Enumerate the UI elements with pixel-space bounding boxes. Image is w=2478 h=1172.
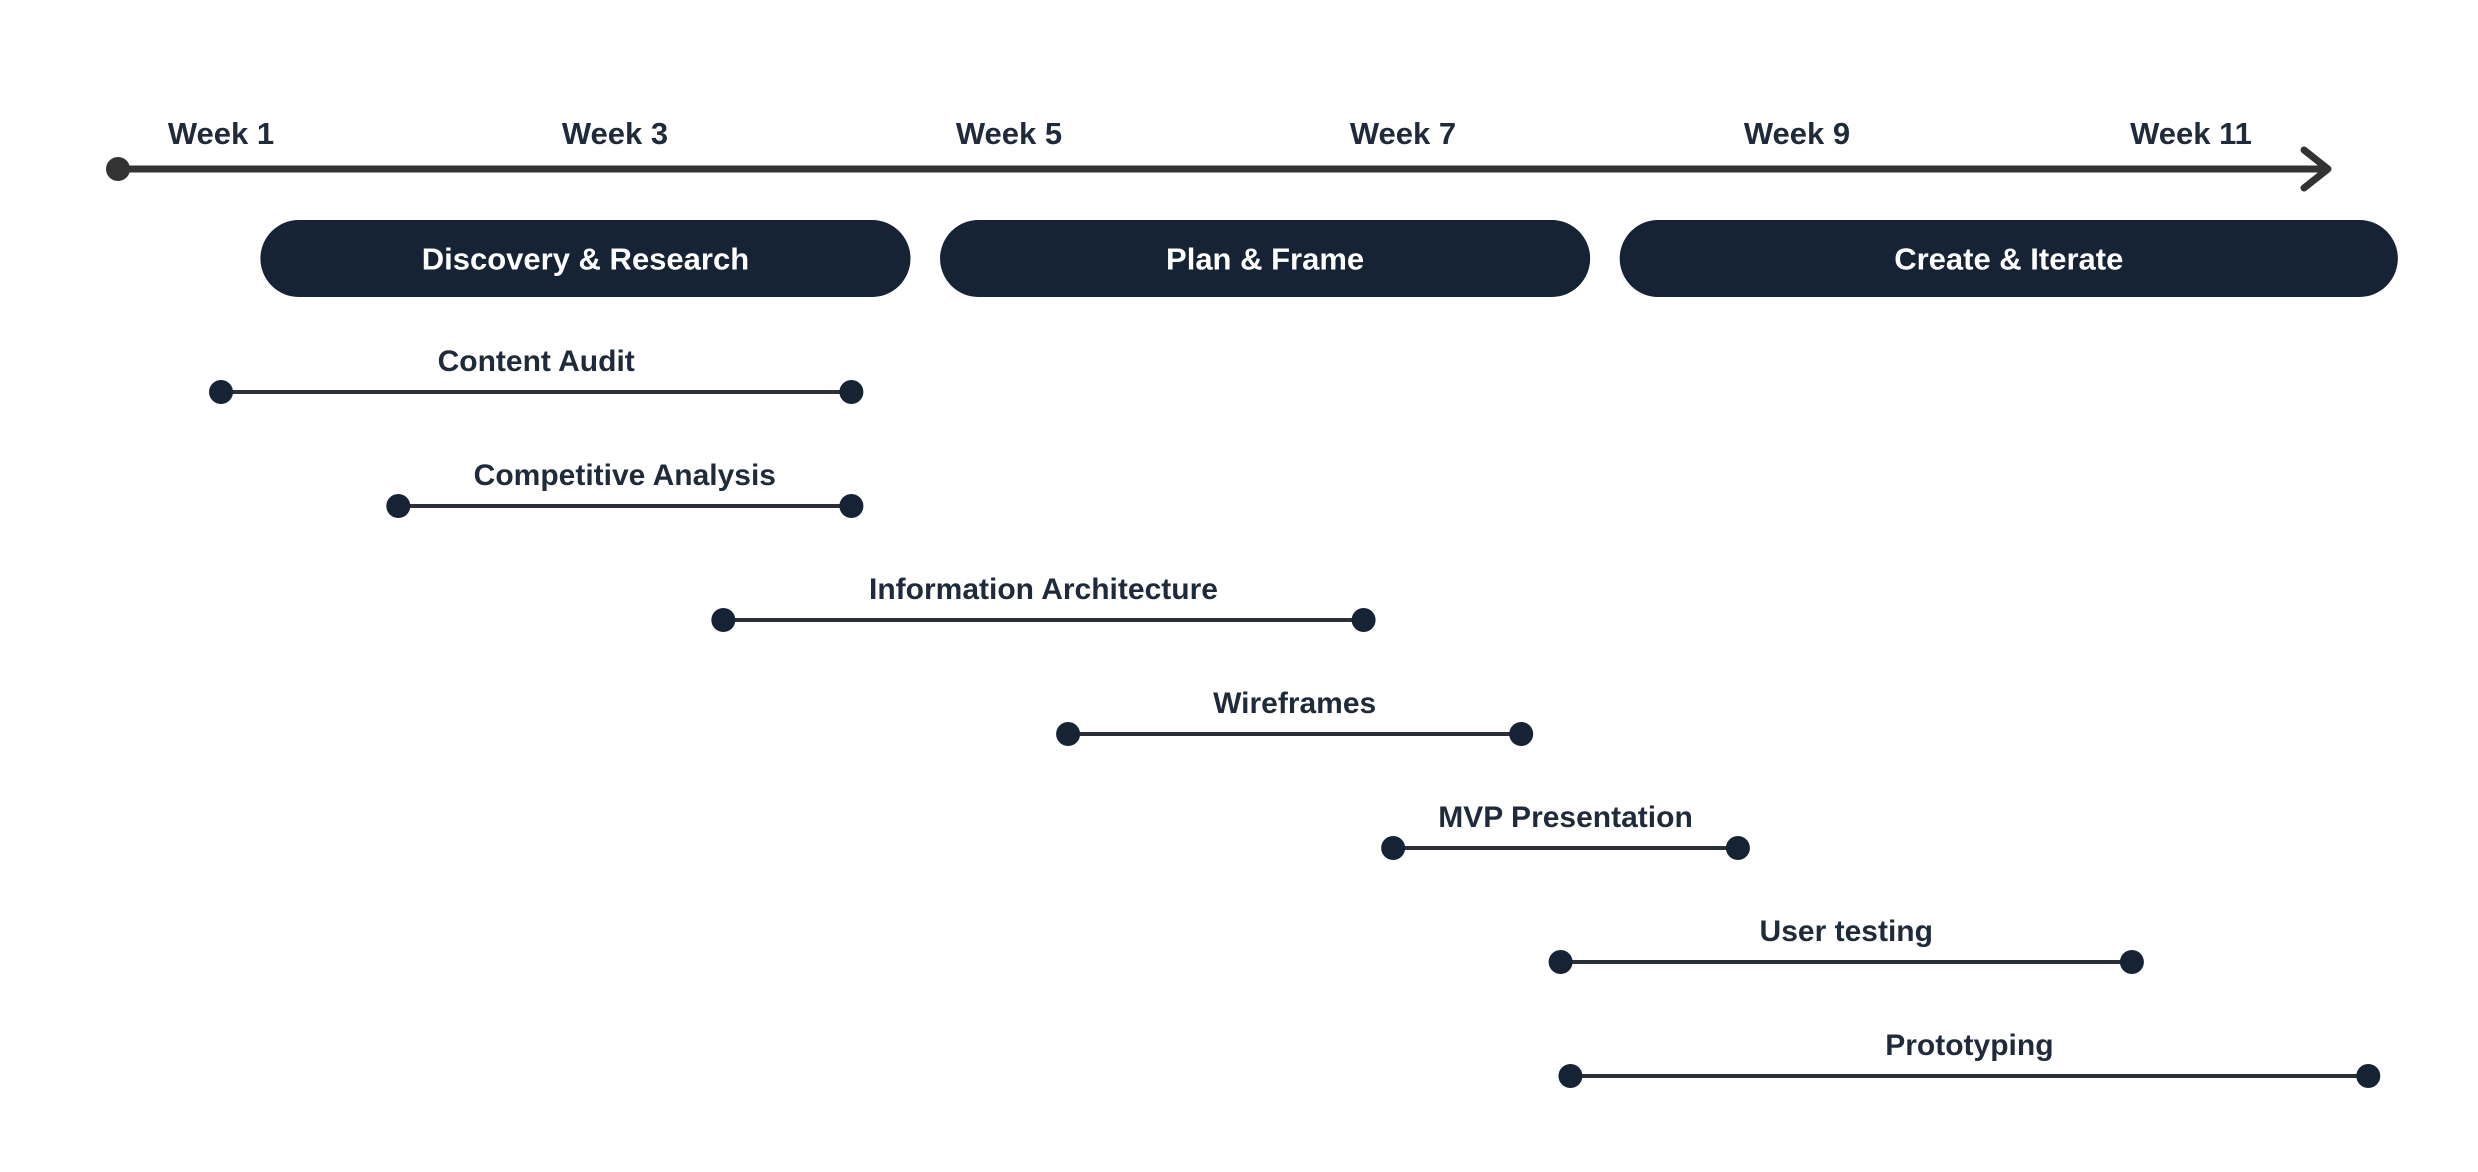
task-bar: Wireframes	[1056, 687, 1534, 746]
week-label: Week 1	[168, 116, 274, 151]
task-start-dot	[386, 494, 411, 518]
task-start-dot	[711, 608, 736, 632]
phase-bar-shape	[260, 220, 911, 297]
phase-label: Create & Iterate	[1894, 242, 2123, 277]
phase-bar: Plan & Frame	[940, 220, 1591, 297]
axis-arrow-icon	[2300, 146, 2332, 192]
task-bar: Information Architecture	[711, 573, 1376, 632]
task-end-dot	[1509, 722, 1534, 746]
task-label: Wireframes	[1213, 687, 1376, 720]
week-label: Week 7	[1350, 116, 1456, 151]
task-end-dot	[2119, 950, 2144, 974]
task-end-dot	[1725, 836, 1750, 860]
phase-label: Plan & Frame	[1166, 242, 1364, 277]
phase-bar-shape	[940, 220, 1591, 297]
task-end-dot	[839, 380, 864, 404]
task-end-dot	[1351, 608, 1376, 632]
week-label: Week 5	[956, 116, 1062, 151]
phase-bar: Discovery & Research	[260, 220, 911, 297]
phase-bars: Discovery & Research Plan & Frame Create &…	[260, 220, 2398, 297]
task-label: Prototyping	[1885, 1029, 2053, 1062]
task-start-dot	[1056, 722, 1081, 746]
task-bar: Prototyping	[1558, 1029, 2381, 1088]
week-label: Week 9	[1744, 116, 1850, 151]
task-bar: Competitive Analysis	[386, 459, 864, 518]
week-label: Week 3	[562, 116, 668, 151]
phase-bar: Create & Iterate	[1619, 220, 2398, 297]
task-label: Content Audit	[438, 345, 635, 378]
phase-label: Discovery & Research	[422, 242, 749, 277]
task-start-dot	[1548, 950, 1573, 974]
axis-start-dot	[106, 157, 130, 181]
task-bar: User testing	[1548, 915, 2144, 974]
timeline-axis	[106, 146, 2332, 192]
week-labels: Week 1 Week 3 Week 5 Week 7 Week 9 Week 11	[168, 116, 2252, 151]
task-label: Competitive Analysis	[474, 459, 776, 492]
task-bar: Content Audit	[209, 345, 864, 404]
task-label: Information Architecture	[869, 573, 1218, 606]
week-label: Week 11	[2130, 116, 2252, 151]
task-start-dot	[209, 380, 233, 404]
task-label: User testing	[1760, 915, 1933, 948]
task-start-dot	[1381, 836, 1406, 860]
phase-bar-shape	[1619, 220, 2398, 297]
task-bar: MVP Presentation	[1381, 801, 1750, 860]
task-label: MVP Presentation	[1438, 801, 1693, 834]
task-start-dot	[1558, 1064, 1583, 1088]
task-end-dot	[839, 494, 864, 518]
task-end-dot	[2356, 1064, 2381, 1088]
